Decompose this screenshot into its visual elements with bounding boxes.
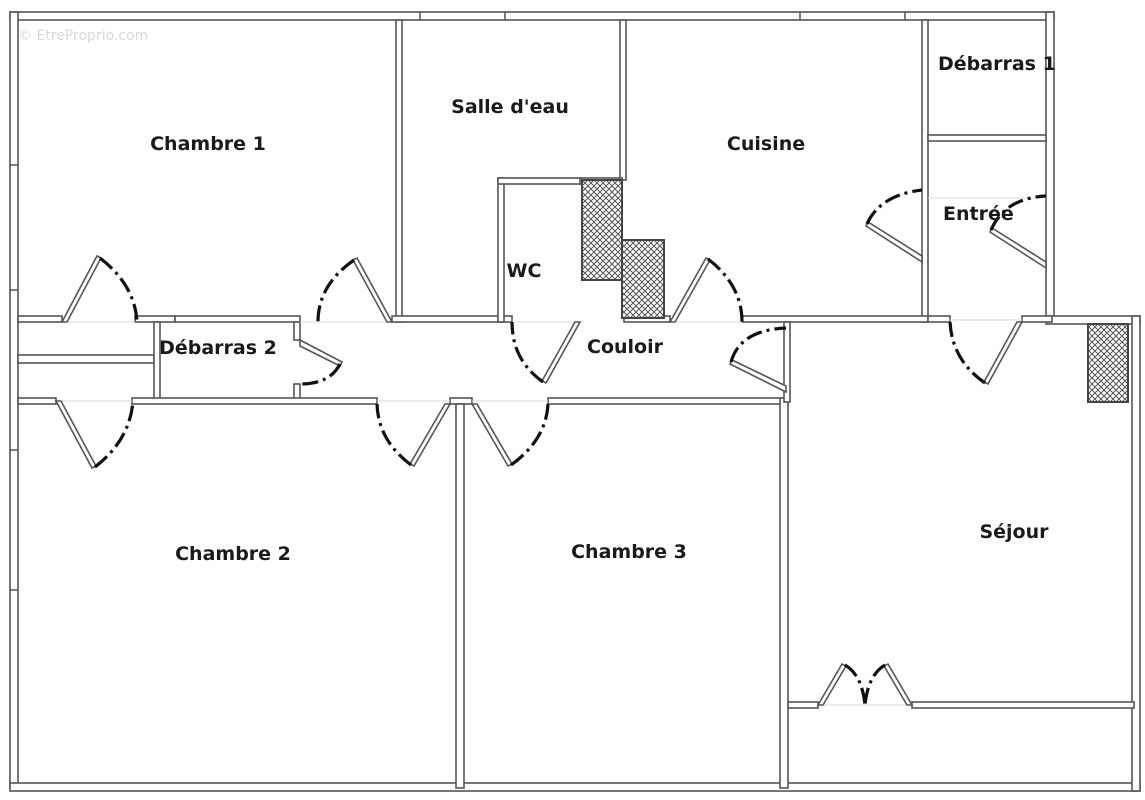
room-label-sejour: Séjour: [979, 521, 1049, 543]
room-label-debarras-1: Débarras 1: [938, 53, 1056, 75]
room-label-chambre-1: Chambre 1: [150, 133, 266, 155]
openings: [56, 197, 1046, 706]
room-label-couloir: Couloir: [587, 336, 664, 358]
outer-walls: [9, 11, 1141, 792]
room-label-wc: WC: [507, 260, 542, 282]
room-label-cuisine: Cuisine: [727, 133, 805, 155]
hatched-ducts: [581, 179, 1129, 403]
room-labels: Chambre 1 Salle d'eau Cuisine Débarras 1…: [150, 53, 1056, 565]
room-label-debarras-2: Débarras 2: [159, 337, 277, 359]
interior-walls: [17, 19, 1135, 789]
room-label-chambre-3: Chambre 3: [571, 541, 687, 563]
room-label-salle-deau: Salle d'eau: [451, 96, 569, 118]
room-label-chambre-2: Chambre 2: [175, 543, 291, 565]
doors: [54, 188, 1047, 706]
watermark-text: © EtreProprio.com: [18, 28, 148, 44]
room-label-entree: Entrée: [943, 203, 1014, 225]
